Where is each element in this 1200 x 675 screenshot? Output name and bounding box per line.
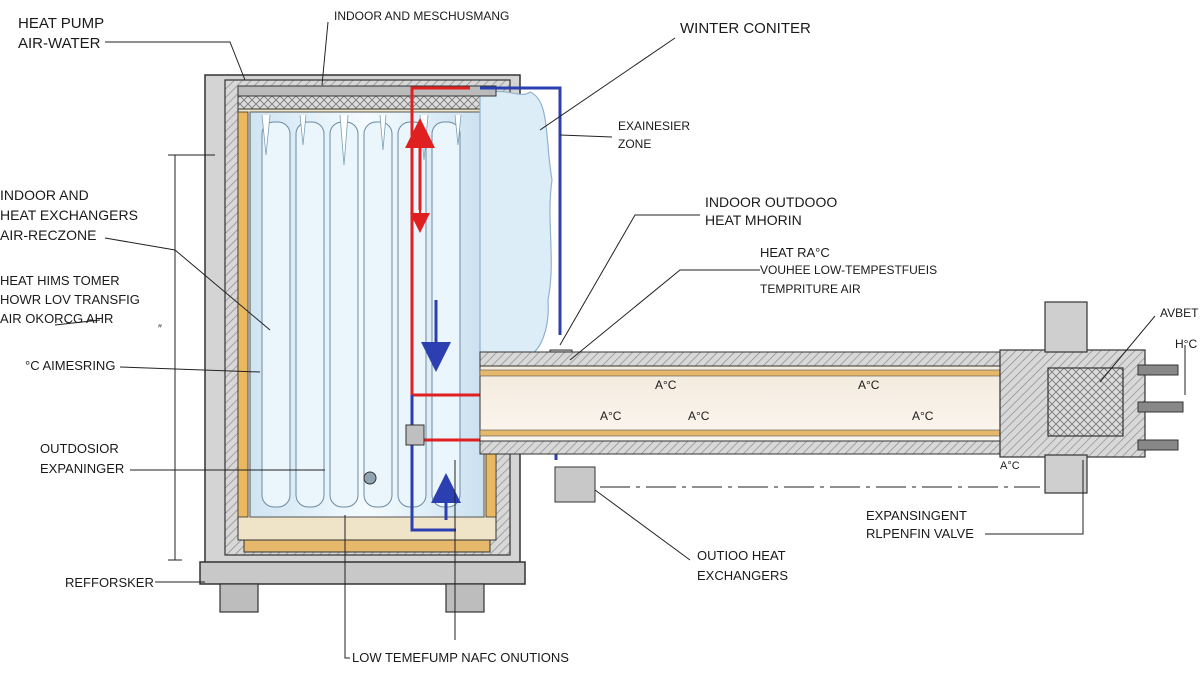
- label-winter-coniter: WINTER CONITER: [680, 20, 811, 37]
- cabinet-foot-right: [445, 583, 485, 613]
- temp-label: A°C: [912, 409, 934, 423]
- temp-label: A°C: [1000, 460, 1020, 472]
- label-avbet: AVBET: [1160, 306, 1199, 320]
- label-heat-exchangers: HEAT EXCHANGERS: [0, 207, 138, 223]
- label-exchangers: EXCHANGERS: [697, 568, 788, 583]
- label-hc: H°C: [1175, 337, 1197, 351]
- label-air-reczone: AIR-RECZONE: [0, 227, 96, 243]
- outdoor-end-unit: [999, 301, 1184, 494]
- label-exainesier: EXAINESIER: [618, 119, 690, 133]
- label-outdosior: OUTDOSIOR: [40, 441, 119, 456]
- ice-zone: [479, 90, 553, 361]
- exchanger-tube: [363, 121, 393, 508]
- label-expansingent: EXPANSINGENT: [866, 508, 967, 523]
- label-indoor-and-mesc: INDOOR AND MESCHUSMANG: [334, 9, 509, 23]
- temp-label: A°C: [858, 378, 880, 392]
- label-zone: ZONE: [618, 137, 651, 151]
- indoor-valve: [405, 424, 425, 446]
- top-manifold: [237, 85, 497, 97]
- dimension-mark: ″: [158, 323, 162, 335]
- exchanger-tube: [329, 121, 359, 508]
- label-rlpenfin: RLPENFIN VALVE: [866, 526, 974, 541]
- expansion-device: [363, 471, 377, 485]
- label-howr-low: HOWR LOV TRANSFIG: [0, 292, 140, 307]
- label-refforsker: REFFORSKER: [65, 575, 154, 590]
- outdoor-valve-body: [554, 466, 596, 503]
- label-heat-rac: HEAT RA°C: [760, 245, 830, 260]
- label-tempriture-air: TEMPRITURE AIR: [760, 282, 861, 296]
- label-heat-mhorin: HEAT MHORIN: [705, 212, 802, 228]
- label-heat-hims: HEAT HIMS TOMER: [0, 273, 120, 288]
- label-indoor-and: INDOOR AND: [0, 187, 89, 203]
- label-vouhee-low: VOUHEE LOW-TEMPESTFUEIS: [760, 263, 937, 277]
- label-okorcg: AIR OKORCG AHR: [0, 311, 113, 326]
- label-outdoo-heat: OUTIOO HEAT: [697, 548, 786, 563]
- outdoor-pipe-assembly: [479, 351, 1021, 503]
- temp-label: A°C: [655, 378, 677, 392]
- label-c-aimesring: °C AIMESRING: [25, 358, 115, 373]
- label-low-temp: LOW TEMEFUMP NAFC ONUTIONS: [352, 650, 569, 665]
- exchanger-tube: [295, 121, 325, 508]
- temp-label: A°C: [688, 409, 710, 423]
- leader-lines: [54, 21, 1186, 659]
- label-expaninger: EXPANINGER: [40, 461, 124, 476]
- cabinet-foot-left: [219, 583, 259, 613]
- labels: HEAT PUMP AIR-WATER INDOOR AND MESCHUSMA…: [0, 9, 1199, 665]
- frozen-heat-exchanger: [249, 111, 485, 518]
- label-air-water: AIR-WATER: [18, 35, 101, 52]
- temp-label: A°C: [600, 409, 622, 423]
- label-heat-pump: HEAT PUMP: [18, 15, 104, 32]
- label-indoor-outdooo: INDOOR OUTDOOO: [705, 194, 837, 210]
- exchanger-tube: [261, 121, 291, 508]
